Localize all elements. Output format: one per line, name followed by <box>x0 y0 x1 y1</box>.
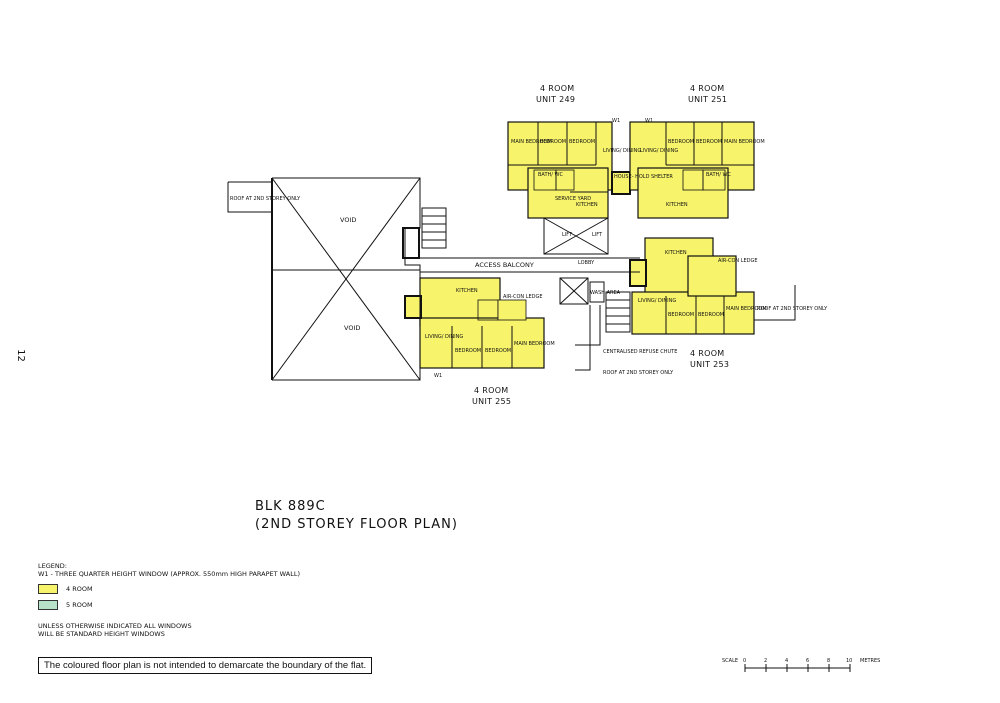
scale-tick-4: 4 <box>785 658 788 664</box>
room-bedroom-255a: BEDROOM <box>455 348 481 354</box>
refuse-chute-label: CENTRALISED REFUSE CHUTE <box>603 349 677 355</box>
void-label-top: VOID <box>340 216 356 224</box>
w1-label-a: W1 <box>612 118 620 124</box>
legend-label-5room: 5 ROOM <box>66 601 93 609</box>
legend-w1-note: W1 - THREE QUARTER HEIGHT WINDOW (APPROX… <box>38 570 300 578</box>
room-bedroom-255b: BEDROOM <box>485 348 511 354</box>
room-kitchen-255: KITCHEN <box>456 288 478 294</box>
wash-area-label: WASH AREA <box>590 290 621 296</box>
scale-unit: METRES <box>860 658 880 664</box>
legend-swatch-5room <box>38 600 58 610</box>
void-area <box>227 177 796 381</box>
plan-subtitle: (2ND STOREY FLOOR PLAN) <box>255 517 458 532</box>
disclaimer: The coloured floor plan is not intended … <box>38 657 373 674</box>
w1-label-b: W1 <box>645 118 653 124</box>
legend-label-4room: 4 ROOM <box>66 585 93 593</box>
lift-label-b: LIFT <box>592 232 603 238</box>
legend-heading: LEGEND: <box>38 562 67 570</box>
legend: LEGEND: W1 - THREE QUARTER HEIGHT WINDOW… <box>38 562 300 638</box>
unit-251-plan <box>629 121 755 219</box>
room-kitchen-249: KITCHEN <box>576 202 598 208</box>
room-living-251: LIVING/ DINING <box>640 148 678 154</box>
lobby-label: LOBBY <box>578 260 595 266</box>
scale-bar <box>744 664 851 672</box>
roof-label-right: ROOF AT 2ND STOREY ONLY <box>757 306 828 312</box>
unit-253-plan <box>629 237 755 335</box>
scale-label: SCALE <box>722 658 738 664</box>
lift-label-a: LIFT <box>562 232 573 238</box>
legend-item-4room: 4 ROOM <box>38 584 300 594</box>
room-bedroom-251a: BEDROOM <box>668 139 694 145</box>
room-living-255: LIVING/ DINING <box>425 334 463 340</box>
w1-label-c: W1 <box>434 373 442 379</box>
room-bedroom-249a: BEDROOM <box>540 139 566 145</box>
room-aircon-253: AIR-CON LEDGE <box>718 258 758 264</box>
core-area <box>420 217 640 371</box>
unit-255-number: UNIT 255 <box>472 397 511 406</box>
room-kitchen-251: KITCHEN <box>666 202 688 208</box>
room-bedroom-253b: BEDROOM <box>698 312 724 318</box>
room-living-253: LIVING/ DINING <box>638 298 676 304</box>
room-bedroom-249b: BEDROOM <box>569 139 595 145</box>
room-bath-251: BATH/ WC <box>706 172 731 178</box>
unit-249-number: UNIT 249 <box>536 95 575 104</box>
block-title: BLK 889C <box>255 499 326 514</box>
room-service-yard-249: SERVICE YARD <box>555 196 591 202</box>
scale-tick-2: 2 <box>764 658 767 664</box>
void-label-bottom: VOID <box>344 324 360 332</box>
unit-255-type: 4 ROOM <box>474 386 509 395</box>
legend-note-1: UNLESS OTHERWISE INDICATED ALL WINDOWS <box>38 622 192 630</box>
room-main-bedroom-253: MAIN BEDROOM <box>726 306 767 312</box>
access-balcony-label: ACCESS BALCONY <box>475 261 534 269</box>
room-main-bedroom-251: MAIN BEDROOM <box>724 139 765 145</box>
unit-255-plan <box>404 277 545 369</box>
room-bedroom-253a: BEDROOM <box>668 312 694 318</box>
legend-note-2: WILL BE STANDARD HEIGHT WINDOWS <box>38 630 165 638</box>
scale-tick-10: 10 <box>846 658 852 664</box>
room-aircon-255: AIR-CON LEDGE <box>503 294 543 300</box>
unit-249-plan <box>507 121 631 219</box>
scale-tick-0: 0 <box>743 658 746 664</box>
page-number: 12 <box>14 349 26 362</box>
unit-249-type: 4 ROOM <box>540 84 575 93</box>
room-bedroom-251b: BEDROOM <box>696 139 722 145</box>
room-bath-249: BATH/ WC <box>538 172 563 178</box>
unit-251-type: 4 ROOM <box>690 84 725 93</box>
roof-label-center: ROOF AT 2ND STOREY ONLY <box>603 370 674 376</box>
roof-label-left: ROOF AT 2ND STOREY ONLY <box>230 196 301 202</box>
room-kitchen-253: KITCHEN <box>665 250 687 256</box>
legend-item-5room: 5 ROOM <box>38 600 300 610</box>
unit-253-number: UNIT 253 <box>690 360 729 369</box>
room-shelter-249: HOUSE- HOLD SHELTER <box>614 174 673 180</box>
unit-253-type: 4 ROOM <box>690 349 725 358</box>
room-main-bedroom-255: MAIN BEDROOM <box>514 341 555 347</box>
scale-tick-6: 6 <box>806 658 809 664</box>
room-main-bedroom-249: MAIN BEDROOM <box>511 139 552 145</box>
legend-swatch-4room <box>38 584 58 594</box>
scale-tick-8: 8 <box>827 658 830 664</box>
unit-251-number: UNIT 251 <box>688 95 727 104</box>
room-living-249: LIVING/ DINING <box>603 148 641 154</box>
